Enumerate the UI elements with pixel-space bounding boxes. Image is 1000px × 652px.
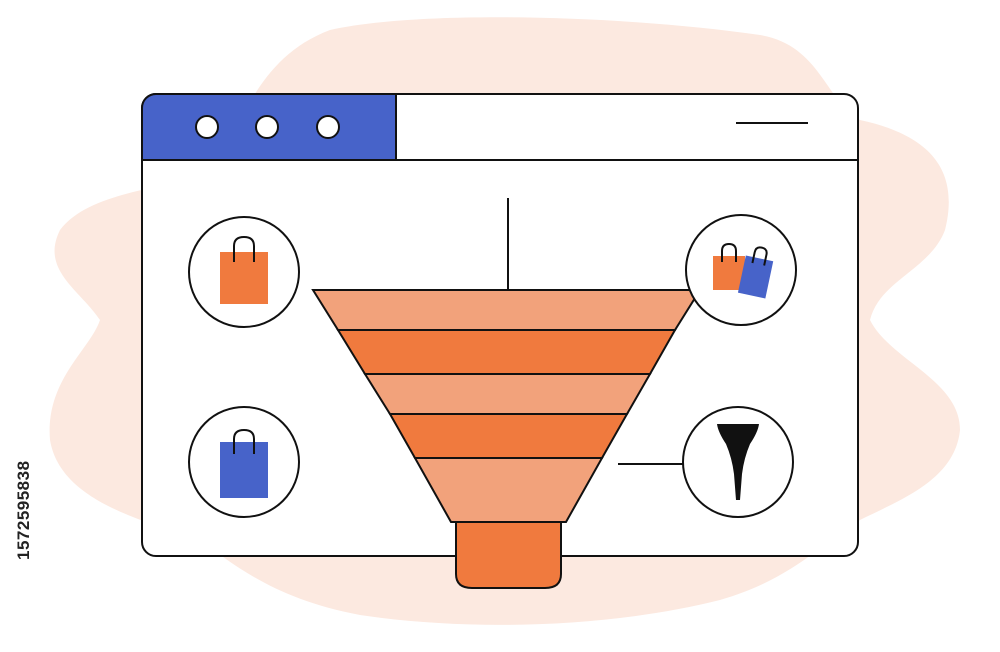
window-dot-2[interactable] [255,115,279,139]
funnel-spout [455,521,562,589]
funnel-icon[interactable] [682,406,794,518]
shopping-bag-blue-icon[interactable] [188,406,300,518]
shopping-bag-orange-icon[interactable] [188,216,300,328]
window-dot-3[interactable] [316,115,340,139]
window-dot-1[interactable] [195,115,219,139]
shopping-bags-pair-icon[interactable] [685,214,797,326]
stock-id-label: 1572595838 [14,460,33,560]
funnel-layer-5 [413,457,604,523]
